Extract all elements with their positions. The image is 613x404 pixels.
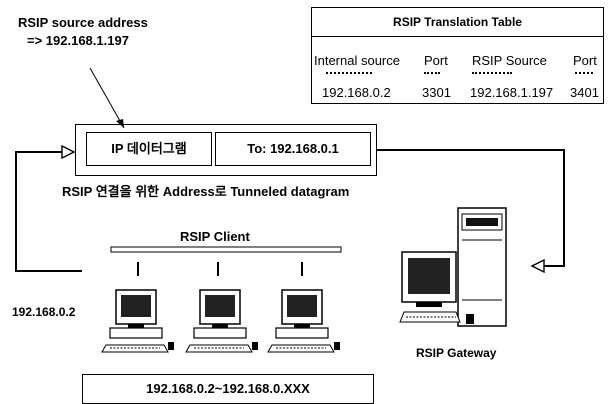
tunnel-caption: RSIP 연결을 위한 Address로 Tunneled datagram [62, 184, 350, 199]
cell-rsip-source: 192.168.1.197 [470, 85, 554, 100]
header-underline [472, 72, 512, 74]
header-internal-source: Internal source [314, 53, 400, 68]
client-ip-range-box: 192.168.0.2~192.168.0.XXX [82, 374, 374, 404]
pointer-arrowhead [116, 119, 124, 128]
destination-label: To: 192.168.0.1 [215, 132, 371, 166]
client-computer-1 [101, 289, 175, 353]
header-rsip-source: RSIP Source [472, 53, 547, 68]
gateway-computer [399, 207, 507, 327]
translation-table-title: RSIP Translation Table [312, 8, 603, 37]
client-computer-3 [267, 289, 341, 353]
header-underline [575, 72, 593, 74]
rsip-source-line2: => 192.168.1.197 [27, 33, 129, 48]
client-to-datagram-line [15, 151, 82, 272]
ip-datagram-label: IP 데이터그램 [86, 132, 212, 166]
header-port-1: Port [424, 53, 448, 68]
cell-port-1: 3301 [422, 85, 451, 100]
rsip-source-annotation: RSIP source address => 192.168.1.197 [18, 14, 148, 50]
datagram-to-gateway-line [376, 149, 565, 267]
cell-internal-source: 192.168.0.2 [322, 85, 391, 100]
rsip-gateway-label: RSIP Gateway [416, 346, 497, 360]
rsip-client-label: RSIP Client [180, 229, 250, 244]
client-computer-2 [185, 289, 259, 353]
pointer-line [89, 67, 125, 129]
translation-table: RSIP Translation Table Internal source P… [311, 7, 604, 104]
client-to-datagram-arrowhead [61, 144, 76, 160]
header-underline [326, 72, 372, 74]
rsip-source-line1: RSIP source address [18, 15, 148, 30]
datagram-to-gateway-arrowhead [530, 258, 545, 274]
client-network-bus [110, 246, 342, 253]
header-port-2: Port [573, 53, 597, 68]
tunneled-datagram-box [75, 124, 377, 176]
client-ip-label: 192.168.0.2 [12, 305, 76, 319]
header-underline [424, 72, 440, 74]
cell-port-2: 3401 [570, 85, 599, 100]
